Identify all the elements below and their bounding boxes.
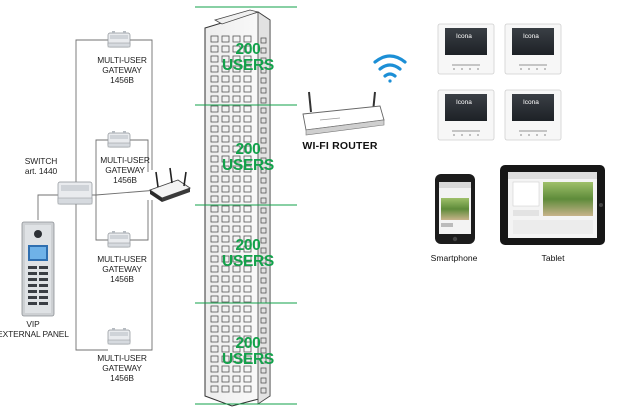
- gateway-label-2-line1: MULTI-USER: [100, 155, 150, 165]
- users-zone-3: 200 USERS: [222, 238, 274, 270]
- gateway-label-4-line3: 1456B: [110, 373, 134, 383]
- floor-separators: [195, 6, 297, 405]
- monitor-2-brand: Icona: [523, 33, 539, 40]
- panel-label: VIP EXTERNAL PANEL: [0, 319, 69, 339]
- monitor-3-brand: Icona: [456, 99, 472, 106]
- gateway-label-4-line1: MULTI-USER: [97, 353, 147, 363]
- monitor-1-brand: Icona: [456, 33, 472, 40]
- monitor-2: [504, 23, 562, 75]
- router-label: WI-FI ROUTER: [302, 140, 378, 152]
- gateway-label-1-line3: 1456B: [110, 75, 134, 85]
- switch-label-line1: SWITCH: [24, 156, 58, 166]
- gateway-device-4: [107, 327, 131, 345]
- users-zone-3-count: 200: [235, 237, 261, 254]
- gateway-label-2: MULTI-USER GATEWAY 1456B: [100, 155, 150, 185]
- users-zone-4-count: 200: [235, 335, 261, 352]
- tablet-label: Tablet: [541, 253, 565, 263]
- switch-device: [57, 181, 93, 205]
- gateway-label-1: MULTI-USER GATEWAY 1456B: [97, 55, 147, 85]
- gateway-label-3-line3: 1456B: [110, 274, 134, 284]
- users-zone-2-unit: USERS: [222, 157, 274, 174]
- users-zone-4-unit: USERS: [222, 351, 274, 368]
- gateway-label-3-line1: MULTI-USER: [97, 254, 147, 264]
- gateway-label-2-line2: GATEWAY: [105, 165, 145, 175]
- external-panel: [21, 221, 55, 317]
- gateway-label-3-line2: GATEWAY: [102, 264, 142, 274]
- switch-label: SWITCH art. 1440: [24, 156, 58, 176]
- panel-label-line2: EXTERNAL PANEL: [0, 329, 69, 339]
- gateway-label-2-line3: 1456B: [113, 175, 137, 185]
- users-zone-1-unit: USERS: [222, 57, 274, 74]
- smartphone-label: Smartphone: [430, 253, 478, 263]
- monitor-1: [437, 23, 495, 75]
- gateway-label-3: MULTI-USER GATEWAY 1456B: [97, 254, 147, 284]
- gateway-device-1: [107, 30, 131, 48]
- smartphone-device: [435, 174, 475, 244]
- tower-building: [204, 9, 271, 407]
- gateway-device-2: [107, 130, 131, 148]
- gateway-label-1-line2: GATEWAY: [102, 65, 142, 75]
- wifi-router: [302, 91, 385, 136]
- users-zone-2: 200 USERS: [222, 142, 274, 174]
- users-zone-4: 200 USERS: [222, 336, 274, 368]
- users-zone-3-unit: USERS: [222, 253, 274, 270]
- tablet-device: [500, 165, 605, 245]
- small-router: [149, 167, 191, 202]
- users-zone-2-count: 200: [235, 141, 261, 158]
- users-zone-1: 200 USERS: [222, 42, 274, 74]
- monitor-3: [437, 89, 495, 141]
- monitor-4: [504, 89, 562, 141]
- gateway-label-1-line1: MULTI-USER: [97, 55, 147, 65]
- panel-label-line1: VIP: [26, 319, 40, 329]
- users-zone-1-count: 200: [235, 41, 261, 58]
- gateway-label-4-line2: GATEWAY: [102, 363, 142, 373]
- gateway-device-3: [107, 230, 131, 248]
- monitor-4-brand: Icona: [523, 99, 539, 106]
- gateway-label-4: MULTI-USER GATEWAY 1456B: [97, 353, 147, 383]
- wifi-icon: [373, 54, 407, 83]
- switch-label-line2: art. 1440: [24, 166, 58, 176]
- wiring-lines: [37, 39, 159, 351]
